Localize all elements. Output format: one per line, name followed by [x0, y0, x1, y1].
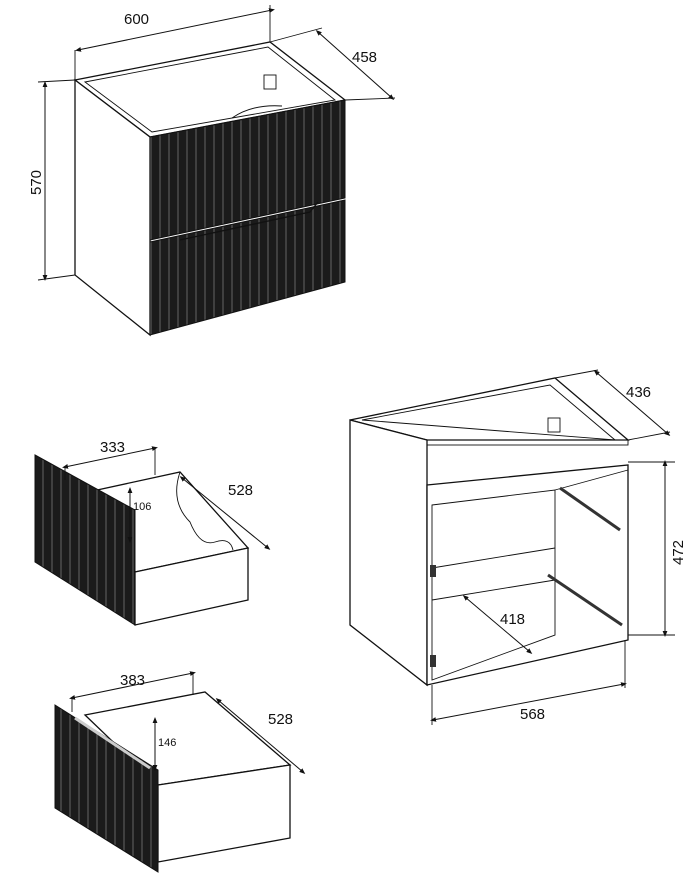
dim-528-line [179, 476, 271, 550]
lower-drawer-front-panel [54, 704, 159, 873]
upper-drawer [34, 446, 271, 626]
label-bottom-drawer-depth: 528 [268, 711, 293, 728]
label-bottom-drawer-height: 146 [158, 737, 176, 749]
drawer-slide-icon [430, 486, 623, 667]
label-top-drawer-depth: 528 [228, 482, 253, 499]
label-bottom-drawer-width: 383 [120, 672, 145, 689]
label-carcass-drawer-depth: 418 [500, 611, 525, 628]
carcass [349, 369, 675, 725]
assembled-cabinet [37, 5, 396, 337]
label-carcass-width: 568 [520, 706, 545, 723]
label-cabinet-height: 570 [28, 170, 45, 195]
upper-drawer-front-panel [34, 454, 136, 626]
dim-528b-line [215, 698, 306, 774]
upper-drawer-front [149, 99, 346, 241]
label-cabinet-width: 600 [124, 11, 149, 28]
dim-depth-line [315, 30, 395, 100]
wall-bracket-icon [547, 417, 561, 433]
dim-383-line [69, 671, 196, 700]
label-cabinet-depth: 458 [352, 49, 377, 66]
lower-drawer [54, 671, 306, 873]
dim-436-line [593, 370, 671, 436]
dim-width-line [75, 8, 275, 52]
label-top-drawer-height: 106 [133, 501, 151, 513]
dim-418-line [462, 595, 533, 654]
dim-333-line [62, 446, 158, 469]
wall-bracket-icon [263, 74, 277, 90]
label-top-drawer-width: 333 [100, 439, 125, 456]
label-carcass-depth: 436 [626, 384, 651, 401]
dim-568-line [430, 682, 627, 722]
lower-drawer-front [149, 199, 346, 336]
label-carcass-height: 472 [670, 540, 685, 565]
